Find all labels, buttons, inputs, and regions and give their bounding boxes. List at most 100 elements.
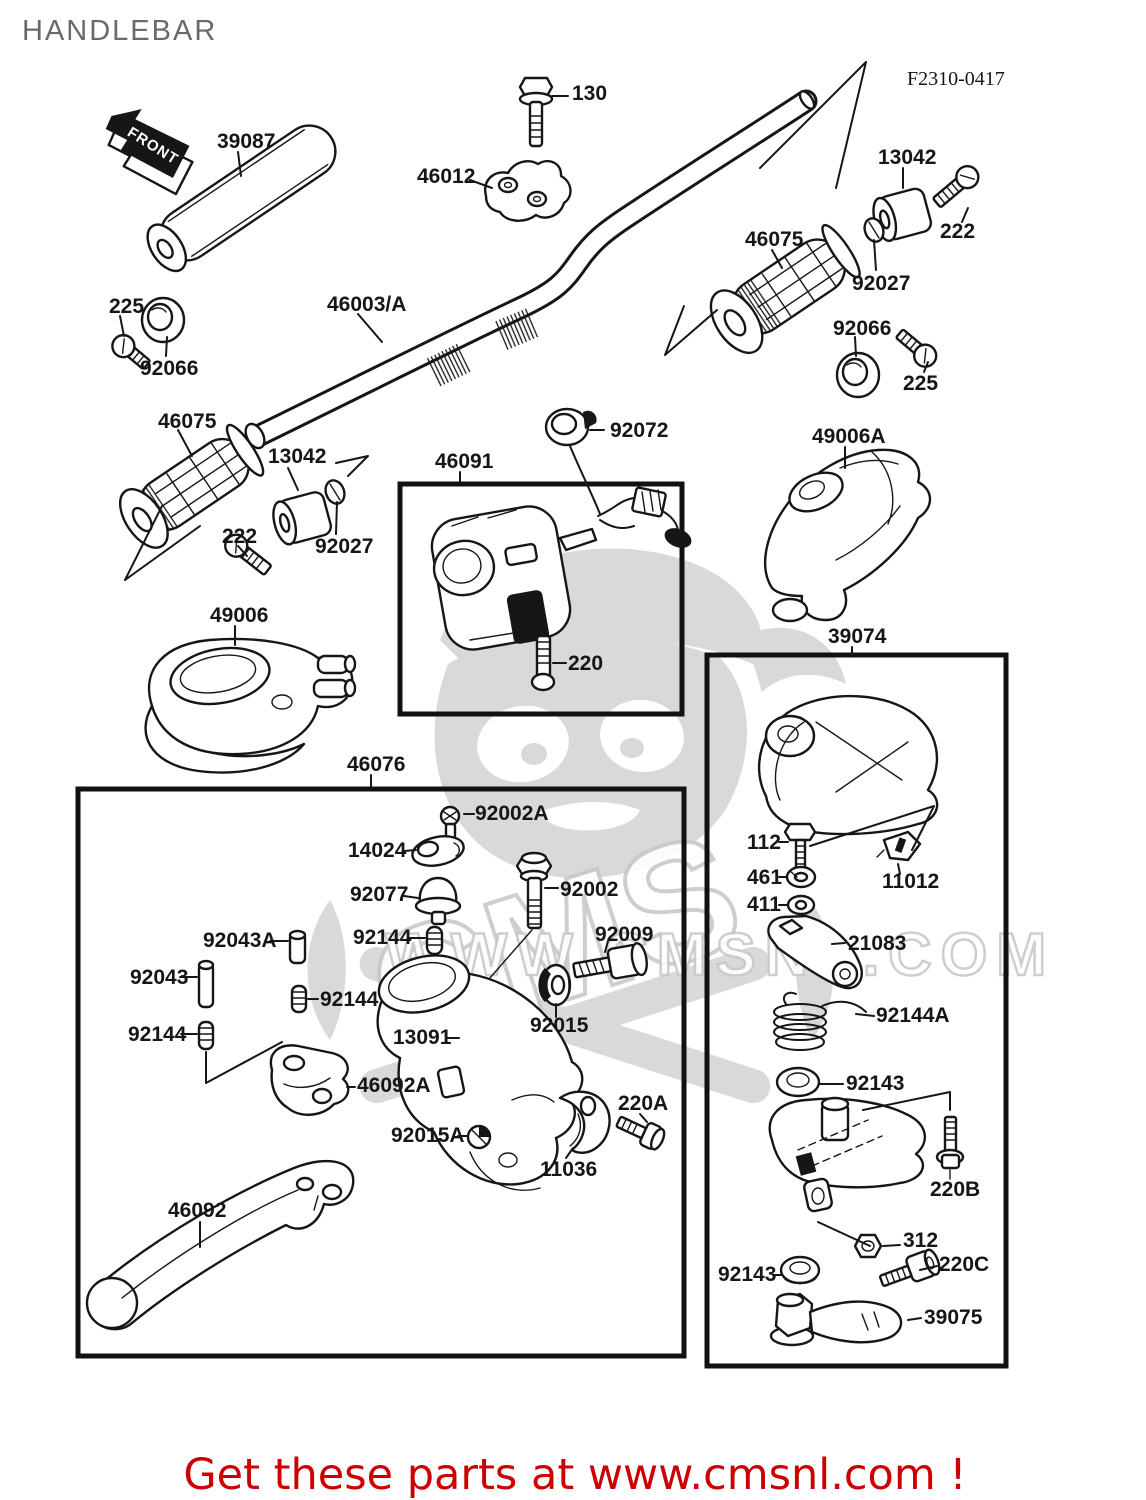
spring-92144-low-art bbox=[197, 1020, 215, 1051]
holder-11036-art bbox=[558, 1090, 611, 1154]
part-label-222-left: 222 bbox=[222, 525, 257, 548]
cover-39074-art bbox=[757, 694, 939, 836]
bolt-220-art bbox=[530, 634, 556, 692]
watermark-url-text: WWW.CMSNL.COM bbox=[385, 921, 1055, 988]
washer-92015-art bbox=[538, 963, 572, 1007]
part-label-46092a: 46092A bbox=[357, 1074, 431, 1097]
part-label-13042-left: 13042 bbox=[268, 445, 326, 468]
leader-lines bbox=[119, 61, 969, 1321]
grip-46075-right-art bbox=[709, 223, 861, 354]
part-label-13042-right: 13042 bbox=[878, 146, 936, 169]
part-label-92143-upper: 92143 bbox=[846, 1072, 904, 1095]
screw-225-right-art bbox=[895, 328, 938, 368]
part-label-92002: 92002 bbox=[560, 878, 618, 901]
holder-49006a-art bbox=[764, 448, 932, 623]
part-label-46075-right: 46075 bbox=[745, 228, 804, 251]
part-label-46091: 46091 bbox=[435, 450, 494, 473]
part-label-21083: 21083 bbox=[848, 932, 906, 955]
pin-92043-art bbox=[197, 959, 215, 1009]
bracket-46092a-art bbox=[269, 1044, 350, 1116]
part-label-112: 112 bbox=[747, 831, 781, 854]
part-label-225-left: 225 bbox=[109, 295, 144, 318]
part-label-92009: 92009 bbox=[595, 923, 653, 946]
screw-220b-art bbox=[935, 1115, 965, 1180]
part-label-11012: 11012 bbox=[882, 870, 939, 893]
washer-461-art bbox=[785, 865, 817, 889]
part-label-461: 461 bbox=[747, 866, 782, 889]
part-label-220c: 220C bbox=[939, 1253, 989, 1276]
lever-46092-art bbox=[85, 1159, 355, 1331]
part-labels: 130 39087 46012 13042 222 46075 92027 92… bbox=[109, 82, 989, 1329]
part-label-225-right: 225 bbox=[903, 372, 938, 395]
throttle-holder-art bbox=[768, 1096, 926, 1213]
washer-92027-left-art bbox=[324, 479, 346, 505]
spring-92144-mid-art bbox=[290, 984, 308, 1014]
part-label-411: 411 bbox=[747, 893, 781, 916]
screw-220c-art bbox=[878, 1248, 941, 1287]
part-label-92066-right: 92066 bbox=[833, 317, 891, 340]
screw-92002a-art bbox=[439, 805, 461, 840]
part-label-92043: 92043 bbox=[130, 966, 188, 989]
lever-21083-art bbox=[767, 914, 863, 990]
nut-92066-left-art bbox=[140, 296, 186, 344]
nut-92015a-art bbox=[466, 1124, 492, 1150]
cap-13042-left-art bbox=[272, 491, 333, 546]
part-label-46092: 46092 bbox=[168, 1199, 226, 1222]
part-label-39075: 39075 bbox=[924, 1306, 983, 1329]
bolt-92002-art bbox=[474, 851, 553, 996]
part-label-49006: 49006 bbox=[210, 604, 268, 627]
part-label-222-right: 222 bbox=[940, 220, 975, 243]
part-label-130: 130 bbox=[572, 82, 607, 105]
body-13091-art bbox=[376, 954, 584, 1191]
screw-220a-art bbox=[615, 1115, 666, 1151]
page-title: HANDLEBAR bbox=[22, 15, 217, 47]
spring-92144a-art bbox=[773, 991, 867, 1051]
nut-92066-right-art bbox=[835, 351, 881, 399]
part-label-92066-left: 92066 bbox=[140, 357, 198, 380]
part-label-46075-left: 46075 bbox=[158, 410, 217, 433]
part-label-92043a: 92043A bbox=[203, 929, 277, 952]
cup-92143-lower-art bbox=[779, 1255, 821, 1285]
grip-46075-left-art bbox=[118, 423, 265, 549]
part-label-220: 220 bbox=[568, 652, 603, 675]
part-label-46076: 46076 bbox=[347, 753, 405, 776]
bolt-112-art bbox=[783, 822, 817, 872]
part-label-92144-low: 92144 bbox=[128, 1023, 187, 1046]
cup-92143-upper-art bbox=[775, 1066, 821, 1098]
front-arrow: FRONT bbox=[105, 109, 194, 196]
part-label-92015: 92015 bbox=[530, 1014, 589, 1037]
grommet-92072-art bbox=[544, 407, 692, 548]
part-label-92072: 92072 bbox=[610, 419, 668, 442]
washer-92027-right-art bbox=[863, 217, 885, 243]
part-label-46003: 46003/A bbox=[327, 293, 406, 316]
plate-14024-art bbox=[411, 835, 465, 867]
spring-92144-top-art bbox=[425, 925, 444, 956]
part-label-49006a: 49006A bbox=[812, 425, 886, 448]
part-label-92144a: 92144A bbox=[876, 1004, 950, 1027]
part-label-92027-left: 92027 bbox=[315, 535, 373, 558]
pin-92043a-art bbox=[288, 929, 307, 965]
screw-222-right-art bbox=[932, 164, 980, 208]
clamp-46012-art bbox=[484, 160, 572, 222]
part-label-92015a: 92015A bbox=[391, 1124, 465, 1147]
box-46091 bbox=[397, 481, 685, 717]
box-39074 bbox=[704, 652, 1009, 1369]
part-label-11036: 11036 bbox=[540, 1158, 597, 1181]
boot-92077-art bbox=[414, 876, 462, 926]
switch-46091-art bbox=[430, 505, 598, 651]
part-label-13091: 13091 bbox=[393, 1026, 452, 1049]
part-label-46012: 46012 bbox=[417, 165, 475, 188]
part-label-92002a: 92002A bbox=[475, 802, 549, 825]
cmsnl-banner-text: Get these parts at www.cmsnl.com ! bbox=[183, 1450, 966, 1500]
handlebar-46003-art bbox=[244, 89, 818, 450]
part-label-92144-mid: 92144 bbox=[320, 988, 379, 1011]
part-label-39074: 39074 bbox=[828, 625, 887, 648]
figure-code: F2310-0417 bbox=[907, 68, 1005, 90]
lever-39075-art bbox=[769, 1292, 903, 1347]
holder-49006-art bbox=[144, 637, 357, 774]
part-label-312: 312 bbox=[903, 1229, 938, 1252]
clip-11012-art bbox=[876, 830, 922, 862]
bolt-130-art bbox=[518, 76, 554, 148]
